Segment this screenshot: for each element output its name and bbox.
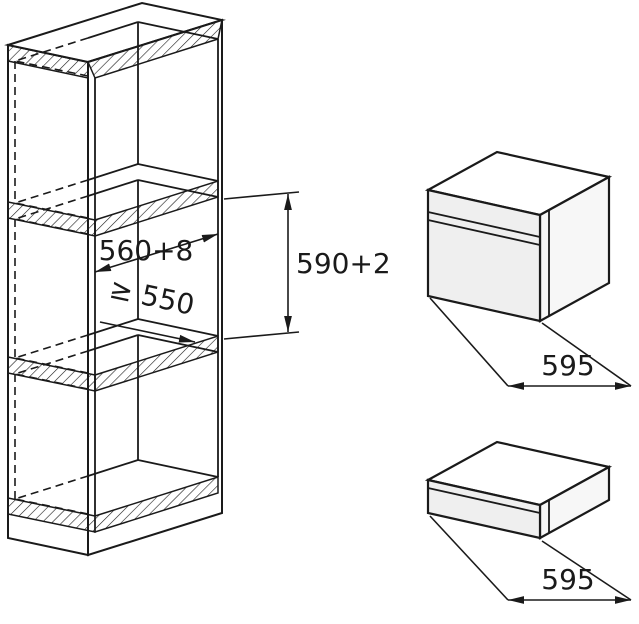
cabinet-left-side-face [7, 43, 89, 557]
niche-width-label: 560+8 [99, 234, 194, 267]
oven-width-label: 595 [541, 349, 594, 382]
oven-width-dimension: 595 [429, 297, 632, 390]
tall-cabinet-drawing [4, 1, 226, 557]
oven-front-face [426, 188, 542, 323]
compact-oven-drawing [424, 150, 613, 323]
drawer-width-label: 595 [541, 563, 594, 596]
hidden-edge-lines [14, 37, 89, 515]
warming-drawer-drawing [424, 440, 613, 540]
niche-height-label: 590+2 [296, 247, 391, 280]
niche-width-dimension: 560+8 [94, 233, 219, 273]
niche-height-dimension: 590+2 [223, 191, 391, 340]
section-hatching [7, 18, 223, 534]
drawer-width-dimension: 595 [429, 515, 632, 604]
